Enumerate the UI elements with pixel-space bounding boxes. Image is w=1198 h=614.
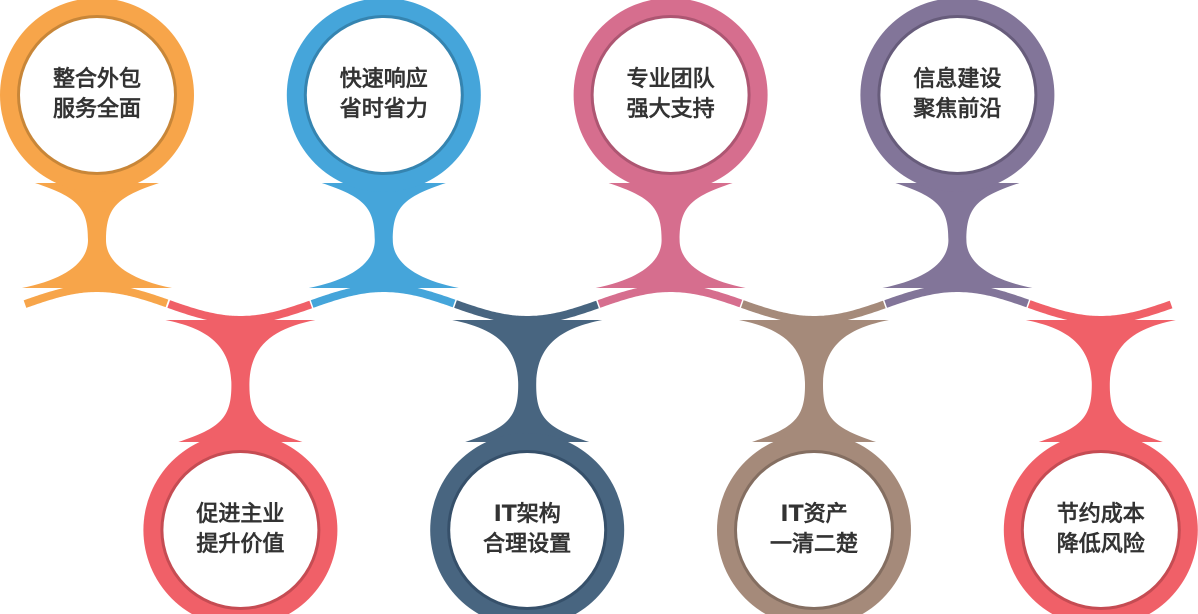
node-center (306, 18, 461, 172)
node-label-line2: 省时省力 (339, 97, 428, 122)
node-label: 整合外包服务全面 (22, 65, 172, 125)
node-label-line1: 节约成本 (1056, 502, 1145, 527)
node-label: 快速响应省时省力 (309, 65, 459, 125)
connector-stem (165, 320, 316, 442)
node-label-line1: 信息建设 (913, 67, 1002, 92)
node-label-line1: 整合外包 (52, 67, 141, 92)
node-label: 节约成本降低风险 (1026, 500, 1176, 560)
wave-segment (454, 300, 599, 324)
node-label-line2: 强大支持 (626, 97, 715, 122)
node-label-line1: IT架构 (493, 502, 561, 527)
wave-segment (740, 300, 886, 324)
node-label-line1: IT资产 (780, 502, 848, 527)
node-label-line2: 一清二楚 (769, 532, 858, 557)
node-center (20, 18, 174, 172)
node-center (737, 453, 891, 607)
node-label-line2: 降低风险 (1056, 532, 1145, 557)
connector-stem (452, 320, 603, 442)
connector-stem (308, 183, 459, 288)
node-label-line1: 专业团队 (626, 67, 715, 92)
node-label-line2: 提升价值 (196, 532, 285, 557)
node-center (450, 453, 605, 607)
wave-segment (23, 284, 169, 308)
node-center (163, 453, 318, 607)
node-label: 信息建设聚焦前沿 (882, 65, 1032, 125)
node-label-line2: 合理设置 (483, 532, 572, 557)
node-label-line1: 促进主业 (196, 502, 285, 527)
wave-segment (884, 284, 1030, 308)
node-center (1023, 453, 1178, 607)
connector-stem (595, 183, 746, 288)
wave-segment (167, 300, 313, 324)
wave-segment (1027, 300, 1173, 324)
node-label-line1: 快速响应 (339, 67, 428, 92)
node-label: IT资产一清二楚 (739, 500, 889, 560)
connector-stem (882, 183, 1033, 288)
node-label: 促进主业提升价值 (165, 500, 315, 560)
node-center (593, 18, 748, 172)
node-label: 专业团队强大支持 (596, 65, 746, 125)
connector-stem (739, 320, 889, 442)
node-center (880, 18, 1035, 172)
wave-segment (310, 284, 456, 308)
connector-stem (1025, 320, 1176, 442)
node-label: IT架构合理设置 (452, 500, 602, 560)
node-label-line2: 服务全面 (52, 97, 141, 122)
connector-stem (22, 183, 172, 288)
node-label-line2: 聚焦前沿 (913, 97, 1002, 122)
wave-segment (597, 284, 743, 308)
